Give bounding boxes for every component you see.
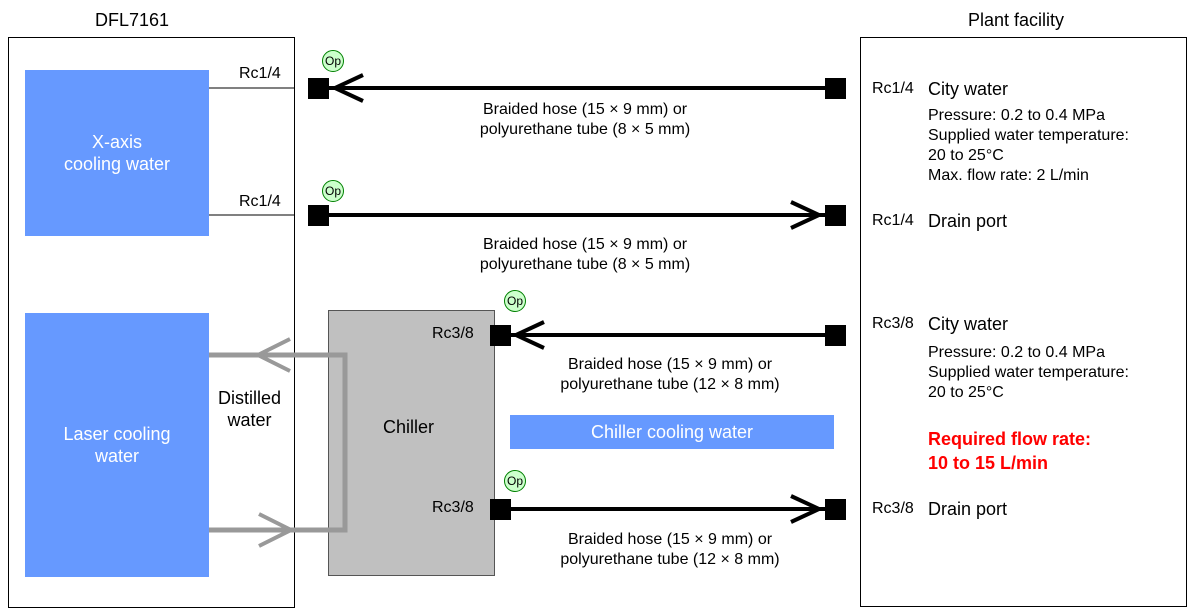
city-water-details-2: Pressure: 0.2 to 0.4 MPa Supplied water … bbox=[928, 344, 1129, 401]
hose-description-3: Braided hose (15 × 9 mm) or polyurethane… bbox=[560, 356, 780, 393]
dfl7161-title: DFL7161 bbox=[95, 10, 170, 30]
required-flow-rate: Required flow rate: 10 to 15 L/min bbox=[928, 429, 1092, 473]
chiller-label: Chiller bbox=[383, 417, 435, 437]
op-badge-3: Op bbox=[504, 290, 526, 312]
arrow-left-1-icon bbox=[330, 73, 364, 103]
chiller-cooling-water-label: Chiller cooling water bbox=[510, 415, 834, 449]
plant-facility-frame bbox=[860, 37, 1187, 607]
op-badge-2: Op bbox=[322, 180, 344, 202]
plant-port-label-2: Rc1/4 bbox=[872, 212, 914, 229]
arrow-right-2-icon bbox=[790, 200, 824, 230]
port-label-left-1: Rc1/4 bbox=[239, 65, 281, 82]
connector-right-4 bbox=[825, 499, 846, 520]
connector-left-4 bbox=[490, 499, 511, 520]
op-badge-1: Op bbox=[322, 50, 344, 72]
arrow-right-4-icon bbox=[790, 494, 824, 524]
port-label-chiller-top: Rc3/8 bbox=[432, 325, 474, 342]
connector-left-3 bbox=[490, 325, 511, 346]
connector-left-2 bbox=[308, 205, 329, 226]
connector-right-1 bbox=[825, 78, 846, 99]
gray-arrow-right-icon bbox=[258, 512, 296, 548]
connector-right-2 bbox=[825, 205, 846, 226]
arrow-left-3-icon bbox=[511, 320, 545, 350]
connector-left-1 bbox=[308, 78, 329, 99]
plant-port-label-1: Rc1/4 bbox=[872, 80, 914, 97]
drain-port-label-1: Drain port bbox=[928, 211, 1008, 231]
hose-description-1: Braided hose (15 × 9 mm) or polyurethane… bbox=[479, 101, 691, 138]
laser-cooling-water-box: Laser cooling water bbox=[25, 313, 209, 577]
city-water-label-1: City water bbox=[928, 79, 1009, 99]
chiller-box bbox=[328, 310, 495, 576]
drain-port-label-2: Drain port bbox=[928, 499, 1008, 519]
plant-facility-title: Plant facility bbox=[968, 10, 1065, 30]
plant-port-label-4: Rc3/8 bbox=[872, 500, 914, 517]
plant-port-label-3: Rc3/8 bbox=[872, 315, 914, 332]
port-label-chiller-bottom: Rc3/8 bbox=[432, 499, 474, 516]
hose-description-2: Braided hose (15 × 9 mm) or polyurethane… bbox=[479, 236, 691, 273]
city-water-details-1: Pressure: 0.2 to 0.4 MPa Supplied water … bbox=[928, 107, 1129, 184]
hose-description-4: Braided hose (15 × 9 mm) or polyurethane… bbox=[560, 531, 780, 568]
gray-arrow-left-icon bbox=[253, 337, 291, 373]
connector-right-3 bbox=[825, 325, 846, 346]
port-label-left-2: Rc1/4 bbox=[239, 193, 281, 210]
op-badge-4: Op bbox=[504, 470, 526, 492]
distilled-water-label: Distilled water bbox=[218, 388, 282, 430]
city-water-label-2: City water bbox=[928, 314, 1009, 334]
x-axis-cooling-water-box: X-axis cooling water bbox=[25, 70, 209, 236]
distilled-water-loop bbox=[209, 352, 348, 533]
